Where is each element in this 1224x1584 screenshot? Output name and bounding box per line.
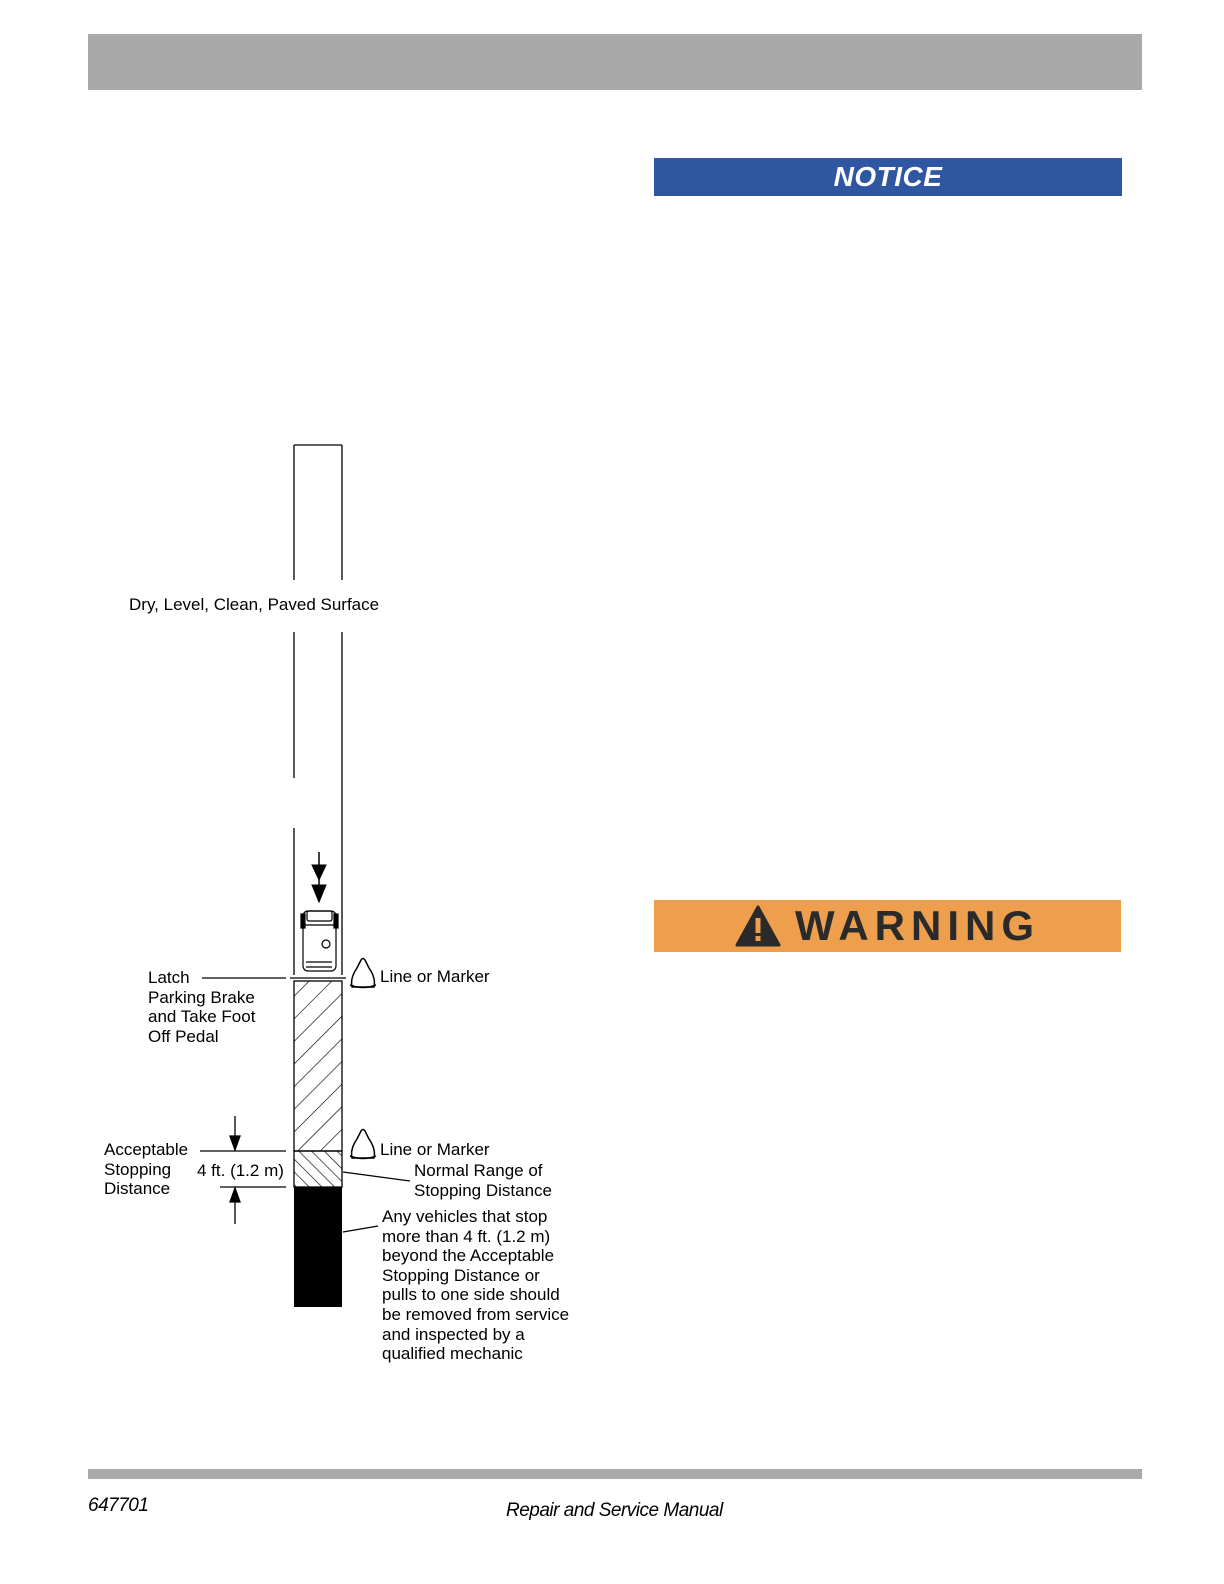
normal-range-zone	[293, 1150, 343, 1188]
latch-label: Latch Parking Brake and Take Foot Off Pe…	[148, 968, 255, 1046]
manual-title: Repair and Service Manual	[506, 1500, 723, 1521]
vehicle-icon	[300, 910, 339, 972]
inspection-note-line: Any vehicles that stop	[382, 1207, 548, 1226]
notice-banner: NOTICE	[654, 158, 1122, 196]
braking-zone	[293, 980, 343, 1152]
direction-arrows	[311, 852, 327, 904]
normal-range-line: Stopping Distance	[414, 1180, 552, 1200]
acceptable-distance-dimension	[200, 1116, 286, 1224]
surface-label: Dry, Level, Clean, Paved Surface	[129, 595, 380, 614]
inspection-note-line: beyond the Acceptable	[382, 1246, 555, 1266]
cone-icon	[349, 1128, 377, 1160]
acceptable-label-line: Acceptable	[104, 1140, 189, 1159]
leader-lines	[342, 1171, 411, 1233]
inspection-note-line: qualified mechanic	[382, 1344, 523, 1364]
marker-label-bottom: Line or Marker	[380, 1140, 490, 1159]
acceptable-label-line: Stopping	[104, 1159, 172, 1179]
header-bar	[88, 34, 1142, 90]
normal-range-line: Normal Range of	[414, 1161, 543, 1180]
inspection-note-line: Stopping Distance or	[382, 1265, 540, 1285]
latch-label-line: and Take Foot	[148, 1007, 256, 1027]
latch-label-line: Latch	[148, 968, 190, 987]
warning-banner: WARNING	[654, 900, 1121, 952]
test-lane	[293, 444, 343, 975]
inspection-note-line: pulls to one side should	[382, 1285, 560, 1305]
distance-dimension-label: 4 ft. (1.2 m)	[197, 1161, 284, 1180]
document-number: 647701	[88, 1495, 149, 1516]
footer-bar	[88, 1469, 1142, 1479]
latch-label-line: Off Pedal	[148, 1026, 219, 1046]
latch-label-line: Parking Brake	[148, 987, 255, 1007]
warning-label: WARNING	[795, 902, 1040, 949]
acceptable-distance-label: Acceptable Stopping Distance	[104, 1140, 188, 1199]
out-of-range-zone	[294, 1187, 342, 1307]
inspection-note-line: more than 4 ft. (1.2 m)	[382, 1226, 551, 1246]
marker-label-top: Line or Marker	[380, 967, 490, 986]
inspection-note: Any vehicles that stop more than 4 ft. (…	[382, 1207, 569, 1364]
cone-icon	[349, 957, 377, 989]
inspection-note-line: be removed from service	[382, 1304, 570, 1324]
notice-label: NOTICE	[833, 161, 943, 192]
inspection-note-line: and inspected by a	[382, 1324, 525, 1344]
normal-range-label: Normal Range of Stopping Distance	[414, 1161, 552, 1200]
acceptable-label-line: Distance	[104, 1179, 171, 1199]
warning-triangle-icon	[735, 905, 781, 947]
